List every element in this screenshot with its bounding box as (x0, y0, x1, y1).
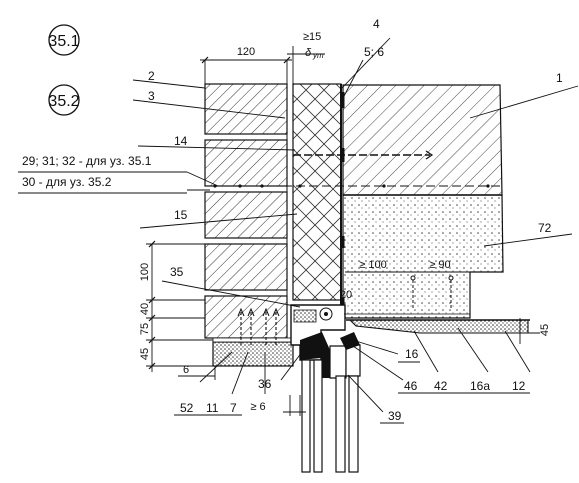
dim-20: 20 (340, 289, 352, 301)
callout-52: 52 (180, 401, 194, 415)
callout-2: 2 (148, 69, 155, 83)
glazing-unit (301, 359, 359, 473)
node-ref-35-2-label: 35.2 (48, 93, 79, 110)
lightweight-concrete-block (342, 194, 504, 319)
node-ref-35-2: 35.2 (48, 84, 80, 116)
node-ref-35-1: 35.1 (48, 24, 80, 56)
window-frame (290, 304, 361, 379)
callout-3: 3 (148, 89, 155, 103)
dim-slab-90: ≥ 90 (429, 259, 450, 271)
callout-11: 11 (206, 401, 219, 415)
dim-40: 40 (139, 303, 151, 315)
callout-42: 42 (434, 379, 448, 393)
callout-72: 72 (538, 221, 552, 235)
callout-14: 14 (174, 134, 188, 148)
reinforced-concrete-wall (342, 84, 503, 196)
callout-16: 16 (405, 347, 419, 361)
callout-46: 46 (404, 379, 418, 393)
dim-100-left: 100 (139, 263, 151, 281)
window-sill (348, 319, 529, 334)
callout-16a: 16а (470, 379, 490, 393)
callout-1: 1 (556, 71, 563, 85)
callout-4: 4 (373, 17, 380, 31)
dim-brick-width: 120 (237, 46, 255, 58)
dim-slab-100: ≥ 100 (359, 259, 386, 271)
dim-45-left: 45 (139, 348, 151, 360)
dim-insulation-min: ≥15 (303, 31, 321, 43)
note-29-31-32: 29; 31; 32 - для уз. 35.1 (22, 154, 152, 168)
node-ref-35-1-label: 35.1 (48, 33, 79, 50)
dim-insulation-subscript: ут (312, 51, 324, 60)
callout-36: 36 (258, 377, 272, 391)
dim-45-right: 45 (539, 324, 551, 336)
dim-insulation-symbol: δ (305, 47, 312, 59)
callout-7: 7 (230, 401, 237, 415)
callout-12: 12 (512, 379, 526, 393)
steel-lintel (212, 341, 294, 367)
brick-facing (204, 83, 288, 339)
thermal-insulation (292, 83, 342, 301)
callout-15: 15 (174, 208, 188, 222)
callout-35: 35 (170, 265, 184, 279)
callout-39: 39 (388, 409, 402, 423)
note-30: 30 - для уз. 35.2 (22, 175, 112, 189)
dim-75: 75 (139, 323, 151, 335)
dim-gap-min-6: ≥ 6 (250, 401, 265, 413)
callout-5-6: 5; 6 (364, 45, 384, 59)
dim-6-bottom: 6 (183, 364, 189, 376)
